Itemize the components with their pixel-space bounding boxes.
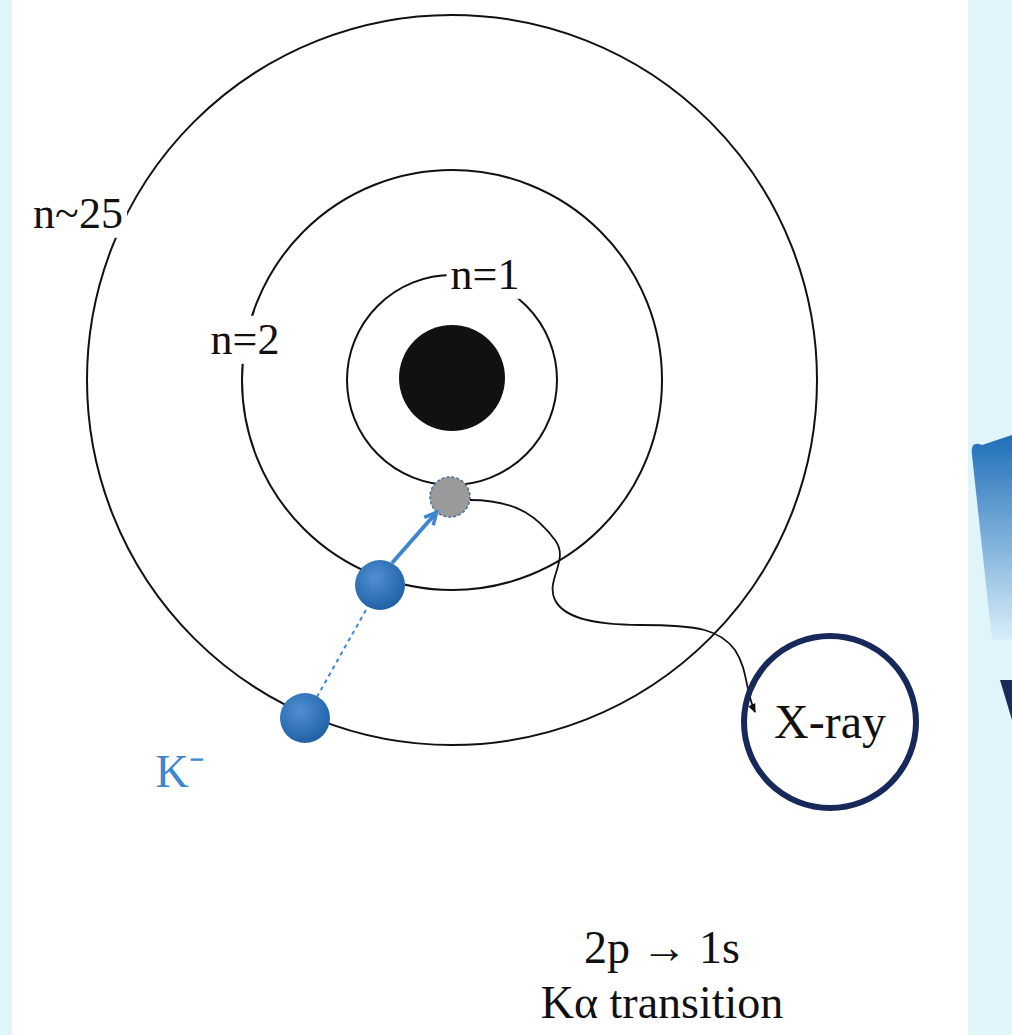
orbit-n25	[87, 15, 817, 745]
blue-tab	[972, 435, 1012, 640]
transition-label: 2p → 1s	[580, 923, 744, 974]
kaon-n2	[355, 560, 405, 610]
nucleus	[399, 325, 505, 431]
orbit-n1	[347, 275, 557, 485]
orbit-label: n=1	[447, 251, 524, 299]
orbit-label: n~25	[29, 190, 127, 238]
navy-tab	[1000, 680, 1012, 720]
transition-label: Kα transition	[537, 978, 788, 1029]
particle-label: K⁻	[151, 747, 208, 798]
photon-wave	[470, 500, 755, 712]
page-ground	[12, 0, 968, 1035]
orbit-label: n=2	[207, 316, 284, 364]
kaon-n25	[280, 693, 330, 743]
transition-arrow	[392, 513, 436, 563]
x-ray-label: X-ray	[774, 696, 886, 749]
orbit-n2	[242, 170, 662, 590]
highlight-circle: X-ray	[740, 632, 920, 812]
kaon-ground-state	[430, 477, 470, 517]
